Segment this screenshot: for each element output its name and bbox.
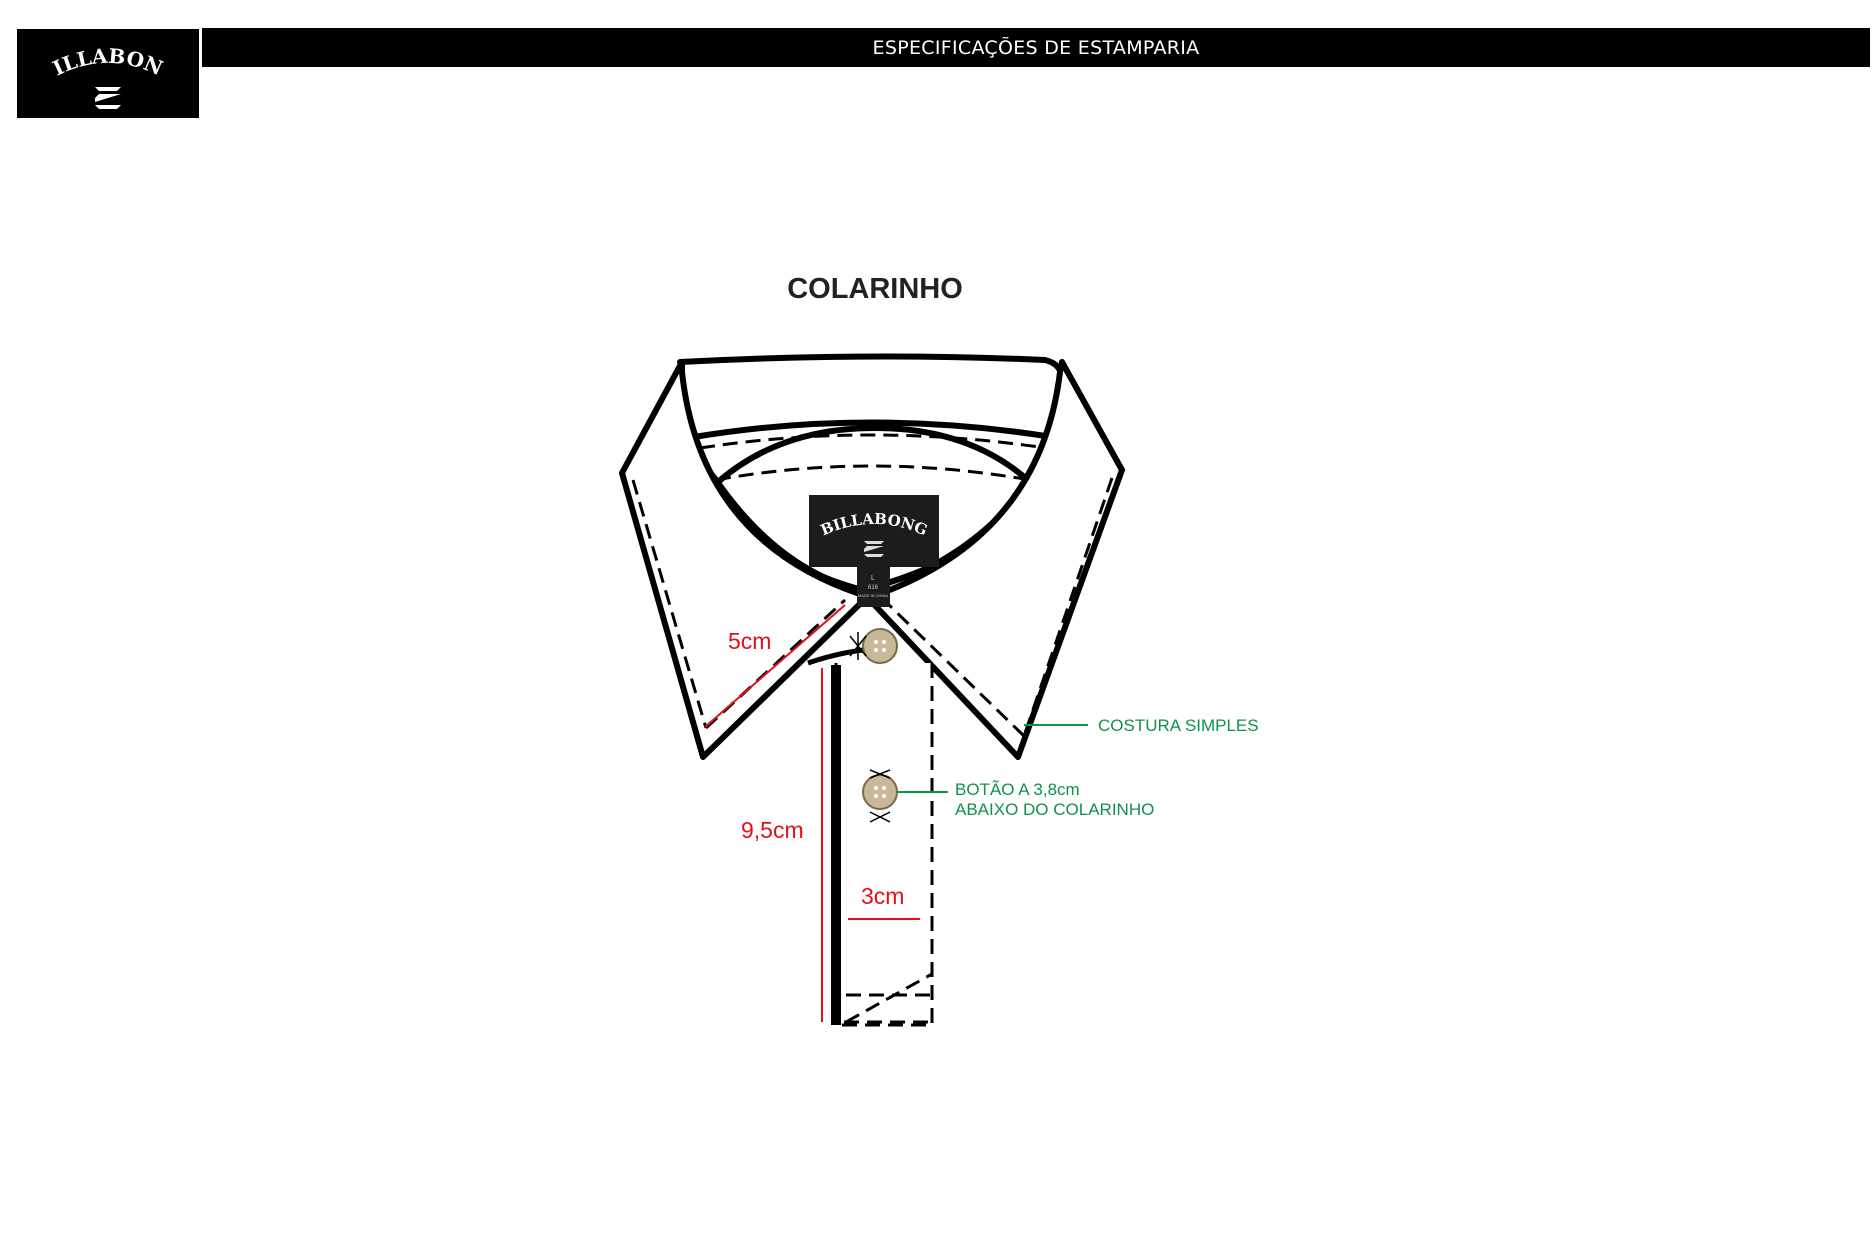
section-title: COLARINHO — [787, 273, 963, 305]
page-title: ESPECIFICAÇÕES DE ESTAMPARIA — [872, 36, 1200, 59]
placket-width-dimension: 3cm — [861, 883, 904, 909]
brand-label-tag: BILLABONG L 616 MADE IN CHINA — [809, 495, 939, 607]
tag-waves-icon — [864, 541, 884, 557]
collar-button — [849, 628, 898, 664]
header-bar: ESPECIFICAÇÕES DE ESTAMPARIA — [202, 28, 1870, 67]
logo-waves-icon — [95, 87, 121, 109]
button-annotation-line1: BOTÃO A 3,8cm — [955, 780, 1080, 799]
stitch-annotation: COSTURA SIMPLES — [1098, 716, 1259, 735]
origin-text: MADE IN CHINA — [858, 593, 889, 598]
code-text: 616 — [868, 585, 879, 591]
size-tag — [857, 567, 890, 607]
placket-button — [862, 769, 898, 823]
placket — [807, 645, 934, 1027]
collar-band — [677, 353, 1065, 485]
collar-point-dimension: 5cm — [728, 628, 771, 654]
collar-point-dimension-line — [704, 604, 846, 728]
placket-length-dimension: 9,5cm — [741, 817, 804, 843]
button-annotation-line2: ABAIXO DO COLARINHO — [955, 800, 1154, 819]
size-text: L — [871, 575, 875, 582]
